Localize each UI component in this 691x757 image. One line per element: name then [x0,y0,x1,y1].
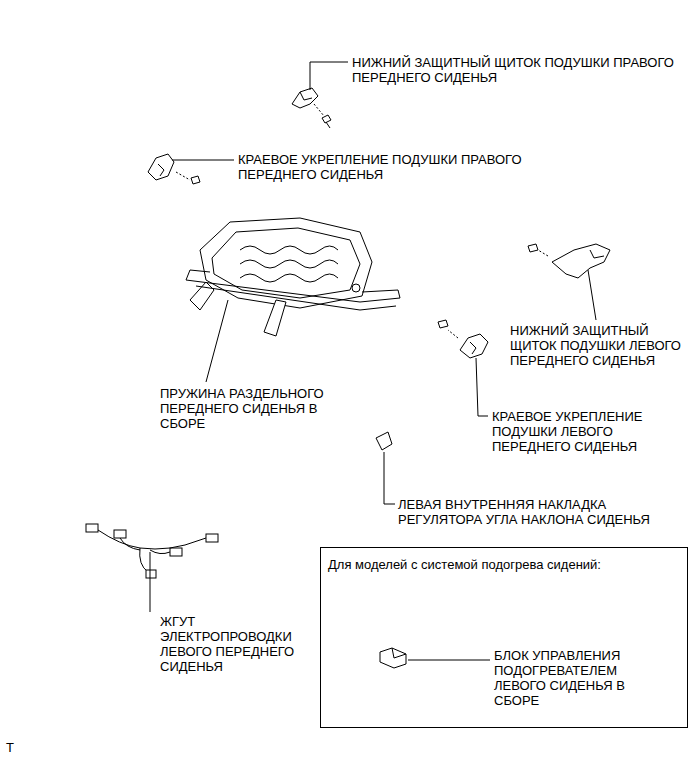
leader-line [310,62,348,90]
part-label: НИЖНИЙ ЗАЩИТНЫЙ ЩИТОК ПОДУШКИ ПРАВОГО ПЕ… [352,55,687,85]
part-label: НИЖНИЙ ЗАЩИТНЫЙ ЩИТОК ПОДУШКИ ЛЕВОГО ПЕР… [510,323,688,368]
part-label: БЛОК УПРАВЛЕНИЯ ПОДОГРЕВАТЕЛЕМ ЛЕВОГО СИ… [494,648,654,708]
part-label: КРАЕВОЕ УКРЕПЛЕНИЕ ПОДУШКИ ПРАВОГО ПЕРЕД… [238,152,538,182]
wire-harness [86,524,218,578]
leader-line [150,552,151,612]
recliner-cover [376,432,392,450]
note-heading: Для моделей с системой подогрева сидений… [328,557,683,572]
note-frame: Для моделей с системой подогрева сидений… [320,547,688,728]
right-edge-bracket [148,154,200,184]
leader-line [206,300,228,382]
leader-line [588,270,596,320]
seat-frame [186,218,400,336]
leader-line [476,358,488,416]
part-label: ПРУЖИНА РАЗДЕЛЬНОГО ПЕРЕДНЕГО СИДЕНЬЯ В … [160,386,338,431]
right-lower-shield [292,88,331,128]
part-label: ЖГУТ ЭЛЕКТРОПРОВОДКИ ЛЕВОГО ПЕРЕДНЕГО СИ… [160,614,320,674]
left-lower-shield [528,244,610,278]
left-edge-bracket [438,320,488,358]
figure-code: T [6,740,26,755]
part-label: ЛЕВАЯ ВНУТРЕННЯЯ НАКЛАДКА РЕГУЛЯТОРА УГЛ… [398,497,688,527]
heater-control-unit [380,648,406,668]
leader-line [408,660,490,661]
leader-line [384,452,395,504]
part-label: КРАЕВОЕ УКРЕПЛЕНИЕ ПОДУШКИ ЛЕВОГО ПЕРЕДН… [492,409,667,454]
leader-line [172,160,234,161]
